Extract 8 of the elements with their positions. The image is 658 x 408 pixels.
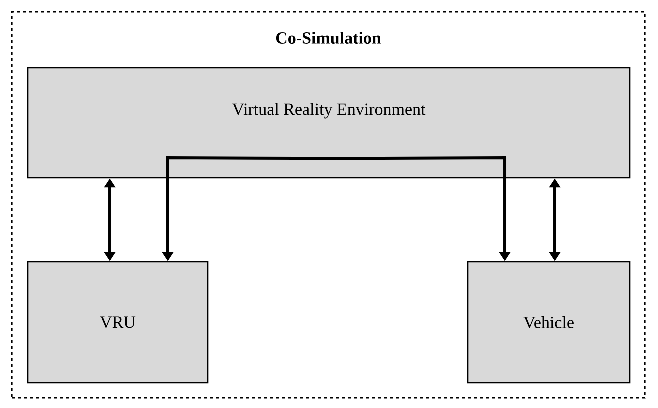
environment-box bbox=[27, 67, 631, 179]
box-label: Virtual Reality Environment bbox=[232, 103, 426, 119]
co-simulation-frame bbox=[11, 11, 646, 399]
box-label: Vehicle bbox=[524, 316, 574, 329]
vehicle-box bbox=[467, 261, 631, 384]
vru-box bbox=[27, 261, 209, 384]
box-label: VRU bbox=[100, 316, 136, 328]
frame-title: Co-Simulation bbox=[276, 32, 382, 44]
